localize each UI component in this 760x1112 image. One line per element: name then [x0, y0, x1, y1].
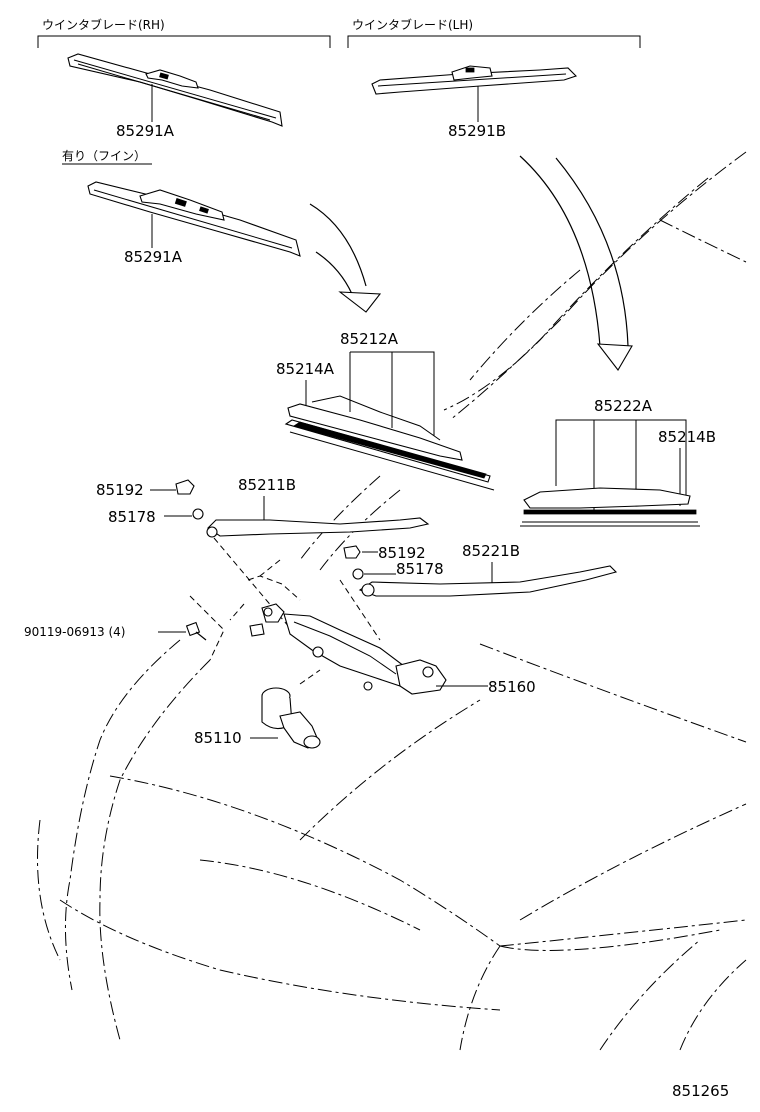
label-85222A: 85222A: [594, 397, 653, 415]
winter-blade-rh: [67, 53, 283, 127]
label-90119: 90119-06913 (4): [24, 625, 126, 639]
rh-wiper-arm: [206, 517, 430, 538]
arrow-to-rh-blade: [309, 203, 382, 313]
label-85178-left: 85178: [108, 508, 156, 526]
label-85212A: 85212A: [340, 330, 399, 348]
winter-blade-lh: [371, 65, 578, 122]
label-85192-left: 85192: [96, 481, 144, 499]
leader-85222A-1: [555, 419, 687, 500]
lh-blade-header: ウインタブレード(LH): [352, 17, 473, 32]
label-85214A: 85214A: [276, 360, 335, 378]
rh-wiper-blade: [284, 395, 495, 491]
wiper-link-assembly: [249, 603, 447, 695]
label-85110: 85110: [194, 729, 242, 747]
label-85291A-fin: 85291A: [124, 248, 183, 266]
bolt-90119: [185, 621, 207, 641]
lh-wiper-blade: [520, 487, 700, 527]
arrow-to-lh-blade: [519, 155, 633, 371]
lh-blade-header-bracket: [347, 35, 641, 48]
cap-85192-left: [175, 479, 195, 495]
leader-85212A-2: [350, 351, 435, 436]
car-body-outline: [37, 639, 747, 1051]
figure-id: 851265: [672, 1082, 729, 1100]
cap-85192-right: [343, 545, 361, 559]
rh-blade-header: ウインタブレード(RH): [42, 17, 165, 32]
windshield-outline: [299, 151, 747, 571]
label-85221B: 85221B: [462, 542, 520, 560]
label-85211B: 85211B: [238, 476, 296, 494]
nut-85178-left: [192, 508, 204, 520]
label-85178-right: 85178: [396, 560, 444, 578]
lh-wiper-arm: [358, 565, 618, 597]
label-85160: 85160: [488, 678, 536, 696]
label-85291B: 85291B: [448, 122, 506, 140]
wiper-motor: [261, 687, 321, 749]
label-85291A-rh: 85291A: [116, 122, 175, 140]
nut-85178-right: [352, 568, 364, 580]
with-fin-header: 有り（フイン）: [62, 149, 146, 163]
rh-blade-header-bracket: [37, 35, 331, 48]
label-85214B: 85214B: [658, 428, 716, 446]
winter-blade-fin: [87, 181, 301, 257]
label-85192-right: 85192: [378, 544, 426, 562]
